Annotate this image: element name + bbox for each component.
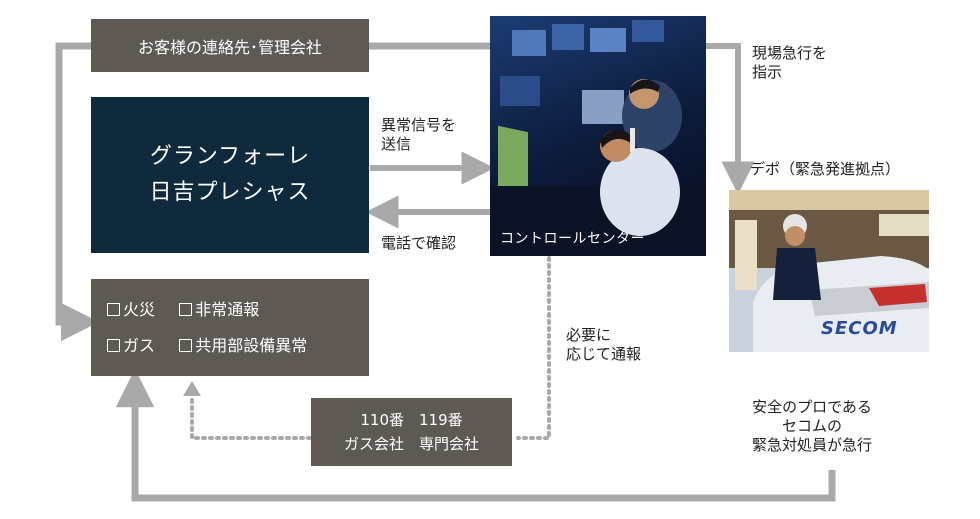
building-name-line2: 日吉プレシャス xyxy=(149,180,311,205)
alarm-type-equipment: 共用部設備異常 xyxy=(195,335,308,355)
building-name-line1: グランフォーレ xyxy=(149,144,311,169)
checkbox-icon xyxy=(107,338,120,352)
staff-rush-arrow xyxy=(115,368,836,502)
dispatch-label: 現場急行を 指示 xyxy=(752,44,827,82)
emergency-line1: 110番 119番 xyxy=(360,411,463,429)
emergency-services-box: 110番 119番 ガス会社 専門会社 xyxy=(311,398,512,466)
dispatch-arrow xyxy=(706,43,755,195)
contacts-box: お客様の連絡先･管理会社 xyxy=(91,19,369,72)
control-room-illustration xyxy=(490,20,706,256)
staff-label: 安全のプロである セコムの 緊急対処員が急行 xyxy=(752,398,872,455)
alarm-signal-label-line1: 異常信号を xyxy=(381,116,457,134)
checkbox-icon xyxy=(107,302,120,316)
dispatch-label-line2: 指示 xyxy=(752,63,783,81)
report-label-line2: 応じて通報 xyxy=(566,345,642,363)
alarm-types-box: 火災 非常通報 ガス 共用部設備異常 xyxy=(91,279,369,376)
alarm-signal-label: 異常信号を 送信 xyxy=(381,116,456,154)
alarm-type-emergency: 非常通報 xyxy=(195,299,260,319)
staff-label-line1: 安全のプロである xyxy=(752,398,872,416)
staff-label-line2: セコムの xyxy=(782,417,843,435)
alarm-type-fire: 火災 xyxy=(123,299,156,319)
building-box: グランフォーレ 日吉プレシャス xyxy=(91,97,369,253)
staff-label-line3: 緊急対処員が急行 xyxy=(752,436,873,454)
report-label: 必要に 応じて通報 xyxy=(566,326,641,364)
car-logo: SECOM xyxy=(821,318,898,339)
control-center-photo: コントロールセンター xyxy=(490,16,706,256)
control-center-caption: コントロールセンター xyxy=(500,231,645,247)
checkbox-icon xyxy=(179,302,193,316)
contacts-box-label: お客様の連絡先･管理会社 xyxy=(137,37,322,57)
depot-illustration xyxy=(729,190,929,352)
emergency-dotted-arrow xyxy=(190,393,312,440)
alarm-type-gas: ガス xyxy=(123,335,156,355)
emergency-line2: ガス会社 専門会社 xyxy=(343,435,479,453)
emergency-arrowhead xyxy=(183,381,201,396)
phone-confirm-label: 電話で確認 xyxy=(381,234,457,252)
report-label-line1: 必要に xyxy=(566,326,612,344)
alarm-row-2: ガス 共用部設備異常 xyxy=(107,328,307,364)
alarm-row-1: 火災 非常通報 xyxy=(107,292,259,328)
depot-label: デポ（緊急発進拠点） xyxy=(750,160,901,178)
dispatch-label-line1: 現場急行を xyxy=(752,44,828,62)
depot-photo: SECOM xyxy=(729,190,929,352)
alarm-signal-label-line2: 送信 xyxy=(381,135,412,153)
checkbox-icon xyxy=(179,338,193,352)
report-dotted-line xyxy=(516,256,551,440)
